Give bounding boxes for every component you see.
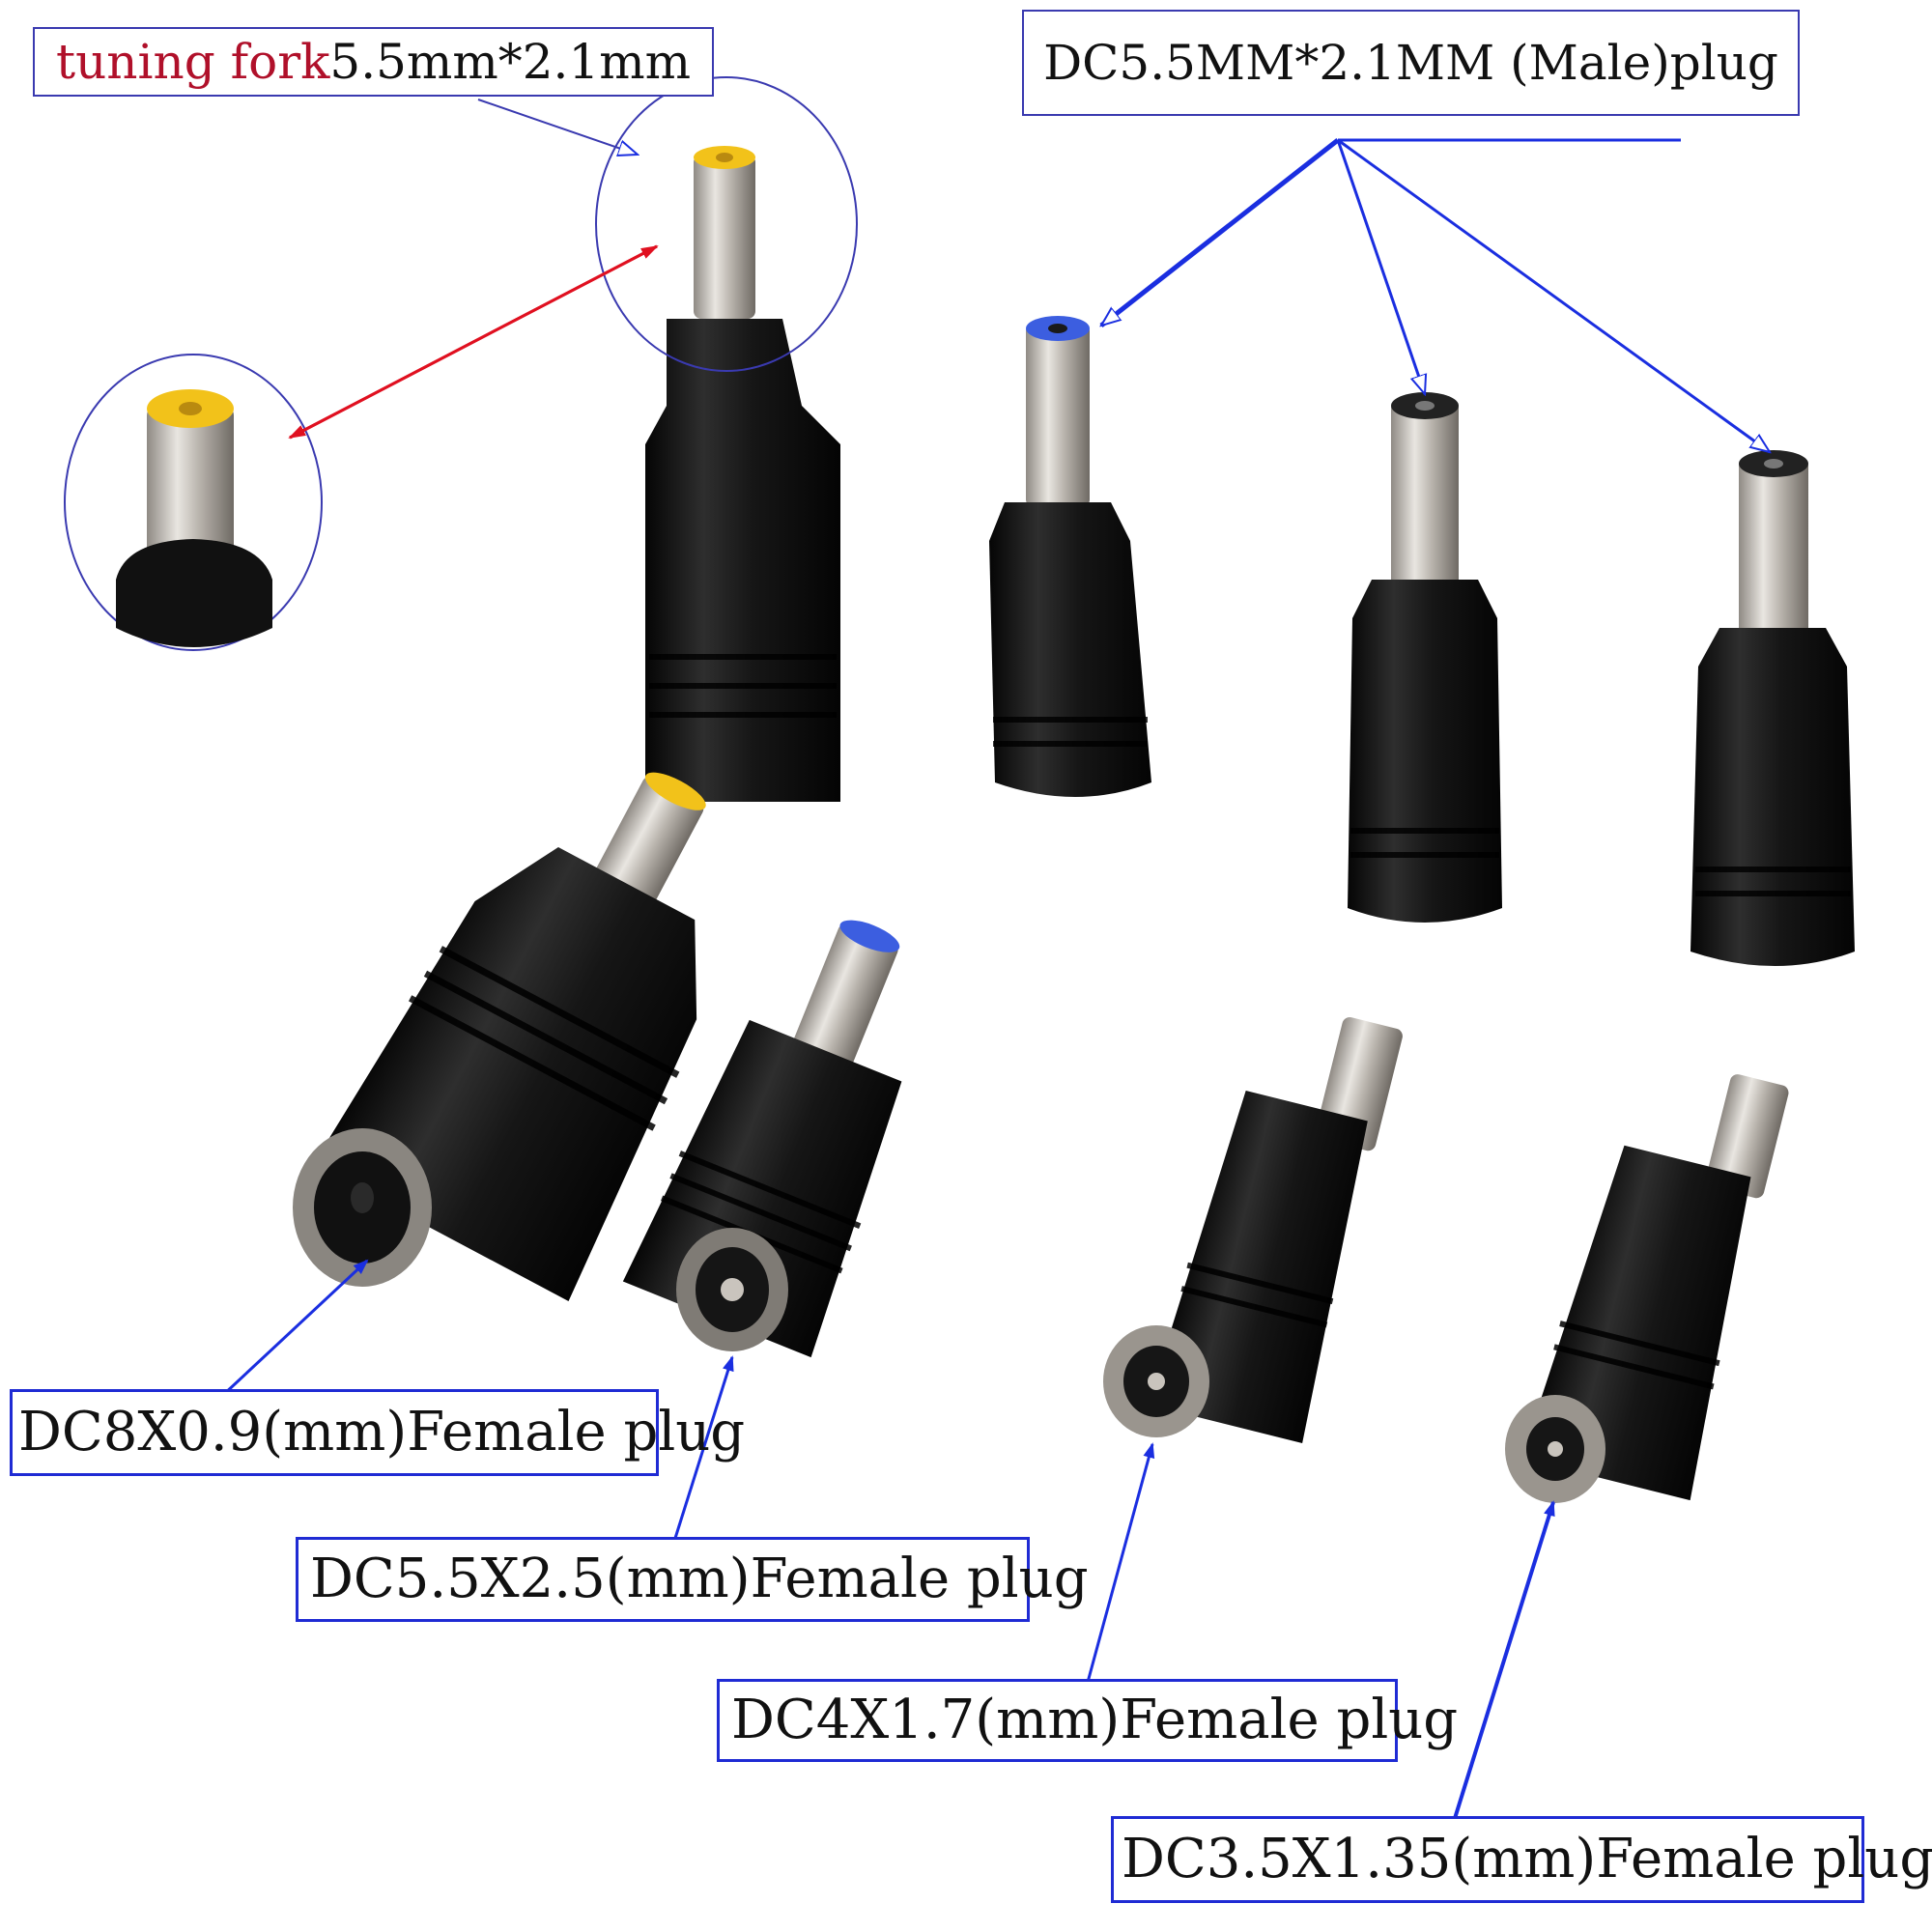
tip-highlight-circle [595,76,858,372]
female-55x25-text: DC5.5X2.5(mm)Female plug [310,1548,1089,1610]
female-4x17-text: DC4X1.7(mm)Female plug [731,1689,1459,1751]
female-35x135-label: DC3.5X1.35(mm)Female plug [1111,1816,1932,1903]
blue-ring-adapter [989,316,1151,797]
callout-arrows [220,99,1770,1829]
female-55x25-label: DC5.5X2.5(mm)Female plug [296,1537,1089,1622]
female-4x17-label: DC4X1.7(mm)Female plug [717,1679,1458,1762]
tuning-fork-text: tuning fork [56,34,330,90]
male-plug-text: DC5.5MM*2.1MM (Male)plug [1043,35,1778,91]
female-35x135-text: DC3.5X1.35(mm)Female plug [1122,1828,1932,1890]
female-35x135-adapter [1505,1074,1789,1503]
female-55x25-adapter [622,920,902,1358]
male-plug-label: DC5.5MM*2.1MM (Male)plug [1022,10,1800,116]
female-8x09-text: DC8X0.9(mm)Female plug [18,1401,746,1463]
black-tip-adapter-a [1348,392,1502,923]
female-8x09-adapter [293,772,706,1302]
female-4x17-adapter [1103,1017,1403,1443]
tuning-fork-size-text: 5.5mm*2.1mm [329,34,692,90]
tip-inset [64,354,323,651]
female-8x09-label: DC8X0.9(mm)Female plug [10,1389,745,1476]
tuning-fork-adapter [645,146,840,802]
black-tip-adapter-b [1690,450,1855,966]
